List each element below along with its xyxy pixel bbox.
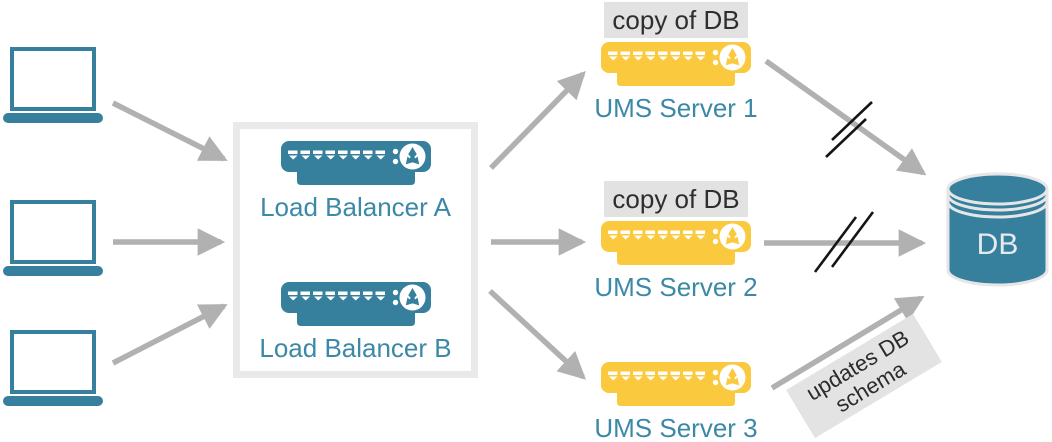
load-balancer-icon	[281, 141, 431, 185]
load-balancer-a-label: Load Balancer A	[260, 192, 451, 222]
ums-server-icon	[601, 362, 751, 406]
ums-server-1: copy of DB UMS Server 1	[591, 2, 761, 122]
load-balancer-b: Load Balancer B	[233, 282, 478, 362]
arrow-client3-to-lb	[111, 303, 228, 366]
laptop-icon	[3, 330, 103, 408]
copy-of-db-badge: copy of DB	[604, 181, 748, 217]
load-balancer-box	[233, 122, 478, 378]
ums-server-2: copy of DB UMS Server 2	[591, 181, 761, 301]
database-label: DB	[977, 228, 1019, 261]
load-balancer-icon	[281, 282, 431, 326]
ums-server-3-label: UMS Server 3	[594, 413, 758, 442]
laptop-icon	[3, 47, 103, 125]
load-balancer-a: Load Balancer A	[233, 141, 478, 221]
break-marks-ums1-link	[825, 101, 873, 158]
arrow-lb-to-ums1	[489, 71, 586, 170]
load-balancer-b-label: Load Balancer B	[259, 333, 452, 363]
break-marks-ums2-link	[813, 211, 875, 273]
arrow-lb-to-ums3	[488, 288, 587, 380]
ums-server-icon	[601, 221, 751, 265]
ums-server-3: UMS Server 3	[591, 362, 761, 442]
ums-server-2-label: UMS Server 2	[594, 272, 758, 302]
copy-of-db-badge: copy of DB	[604, 2, 748, 38]
arrow-ums1-to-db	[764, 58, 927, 176]
ums-server-icon	[601, 42, 751, 86]
arrow-client1-to-lb	[111, 100, 228, 162]
arrow-ums3-to-db	[770, 295, 925, 391]
database-icon: DB	[946, 172, 1049, 287]
ums-server-1-label: UMS Server 1	[594, 93, 758, 123]
laptop-icon	[3, 200, 103, 278]
